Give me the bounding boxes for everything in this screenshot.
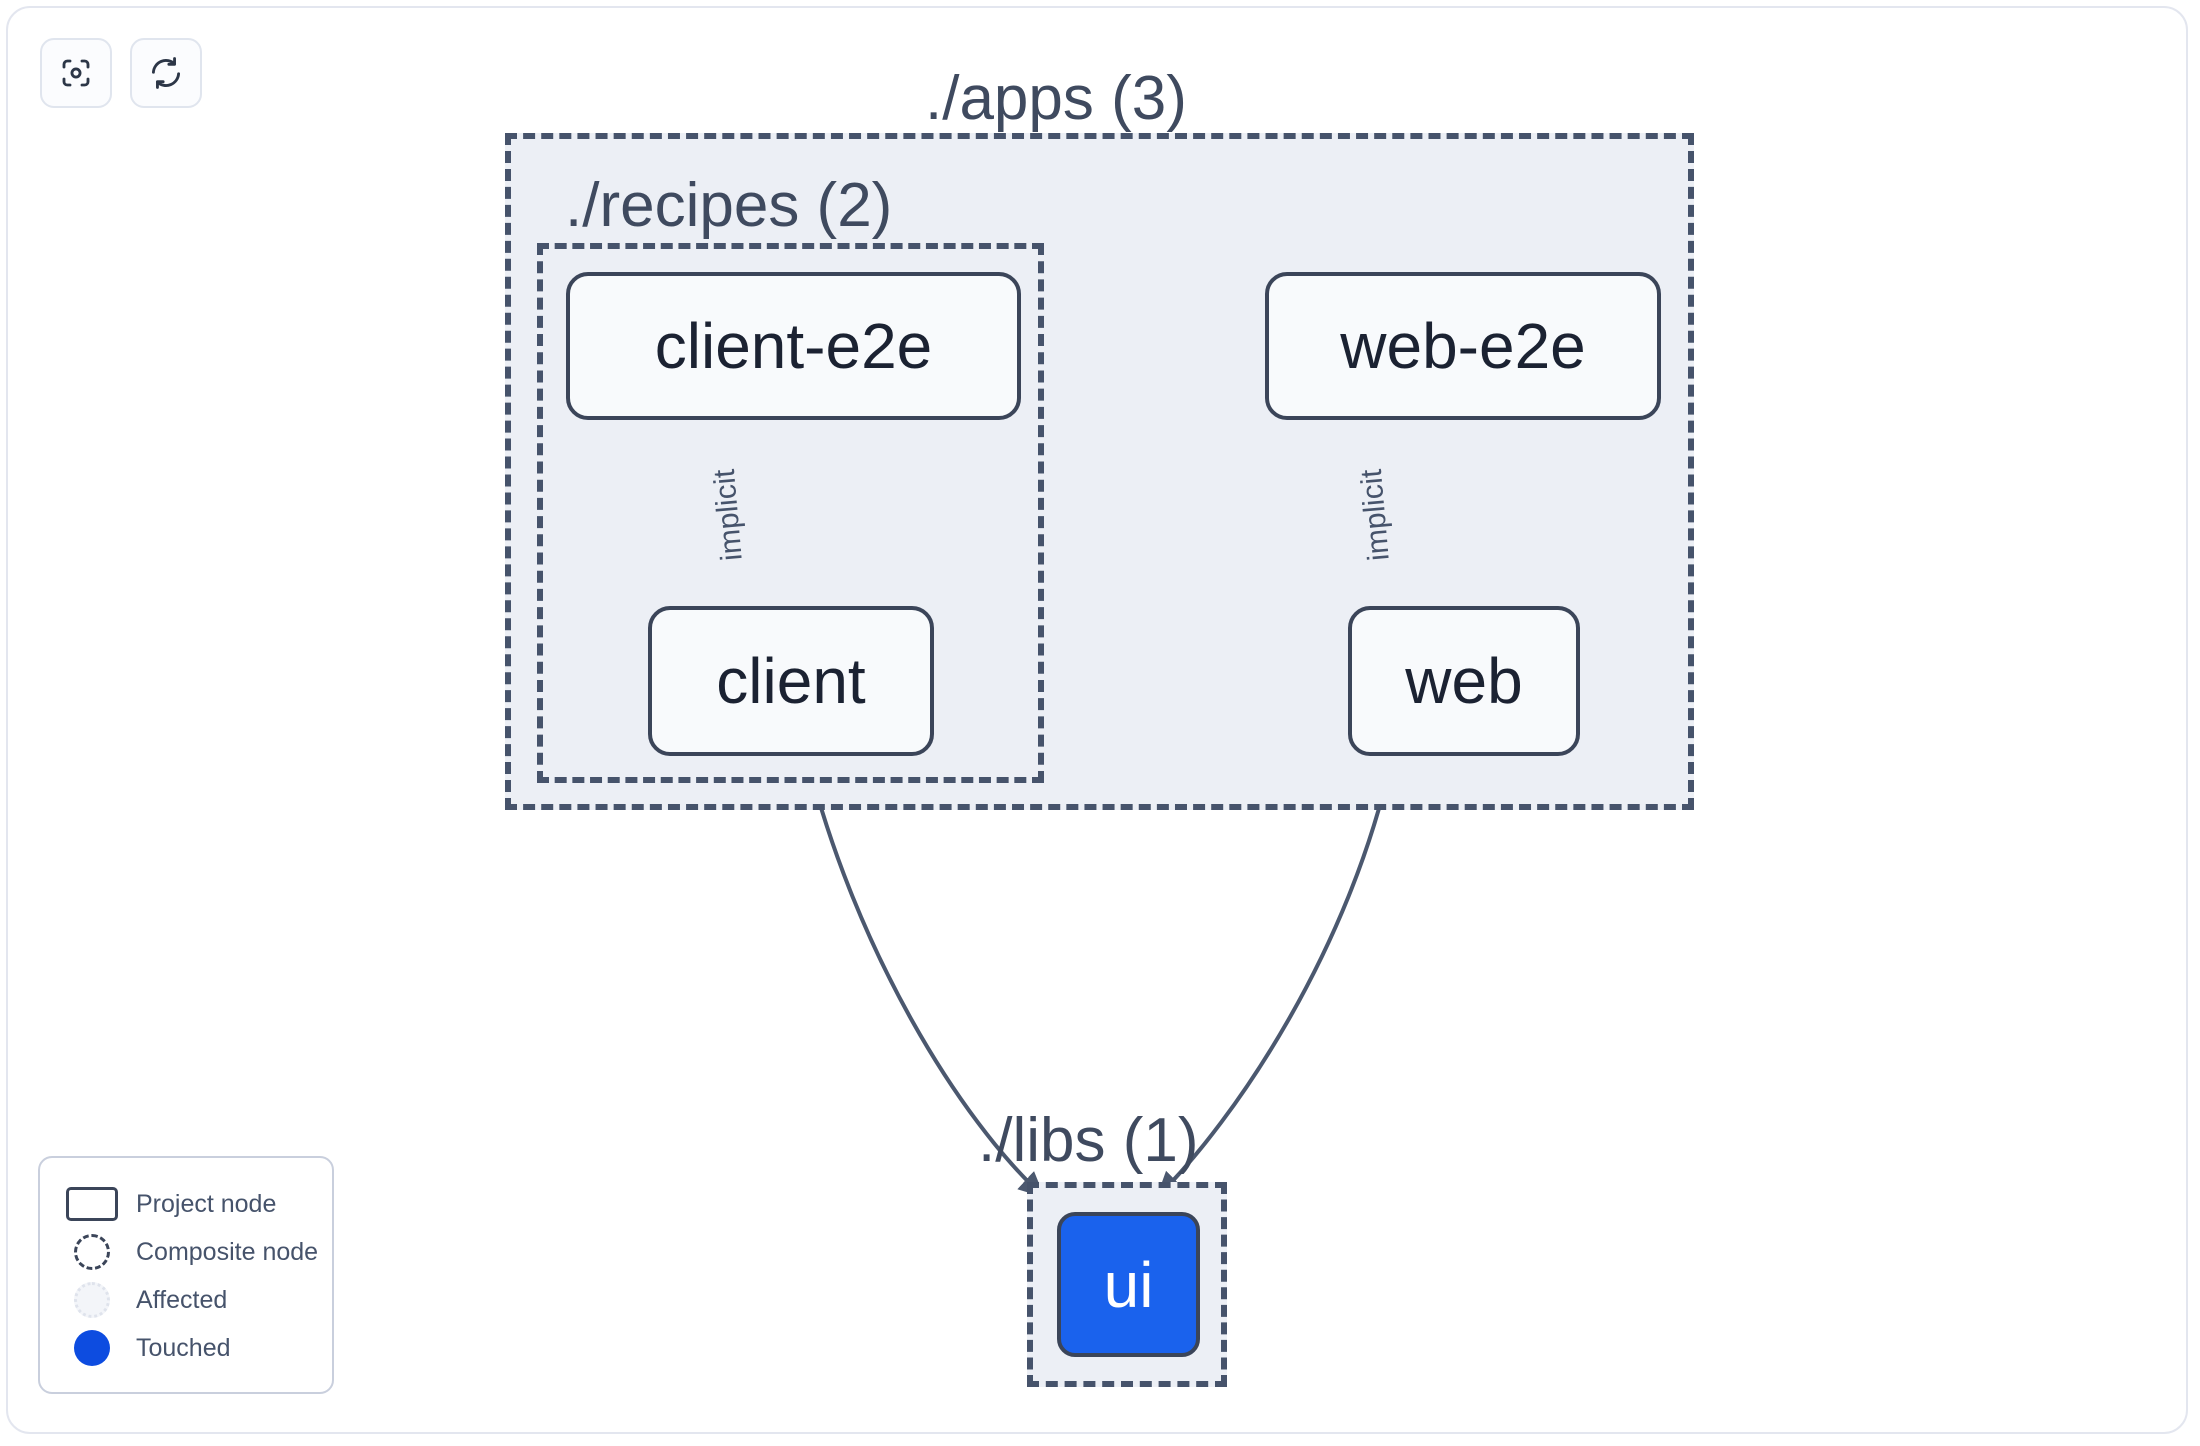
legend-item-composite-node: Composite node — [64, 1228, 318, 1276]
legend-item-touched: Touched — [64, 1324, 312, 1372]
legend-label-composite-node: Composite node — [136, 1237, 319, 1266]
graph-legend: Project node Composite node Affected Tou… — [38, 1156, 334, 1394]
project-node-web[interactable]: web — [1348, 606, 1580, 756]
project-node-client[interactable]: client — [648, 606, 934, 756]
refresh-graph-button[interactable] — [130, 38, 202, 108]
project-node-ui[interactable]: ui — [1057, 1212, 1200, 1357]
touched-swatch — [64, 1328, 120, 1368]
refresh-icon — [148, 55, 184, 91]
composite-node-swatch — [64, 1232, 120, 1272]
focus-target-icon — [58, 55, 94, 91]
affected-swatch — [64, 1280, 120, 1320]
project-node-client-e2e[interactable]: client-e2e — [566, 272, 1021, 420]
legend-item-affected: Affected — [64, 1276, 312, 1324]
focus-graph-button[interactable] — [40, 38, 112, 108]
project-node-web-e2e[interactable]: web-e2e — [1265, 272, 1661, 420]
legend-label-touched: Touched — [136, 1333, 231, 1362]
group-label-recipes: ./recipes (2) — [565, 171, 893, 240]
group-label-libs: ./libs (1) — [978, 1106, 1199, 1175]
project-node-swatch — [64, 1184, 120, 1224]
group-label-apps: ./apps (3) — [925, 64, 1187, 133]
legend-item-project-node: Project node — [64, 1180, 312, 1228]
legend-label-project-node: Project node — [136, 1189, 277, 1218]
graph-toolbar — [40, 38, 202, 108]
legend-label-affected: Affected — [136, 1285, 228, 1314]
